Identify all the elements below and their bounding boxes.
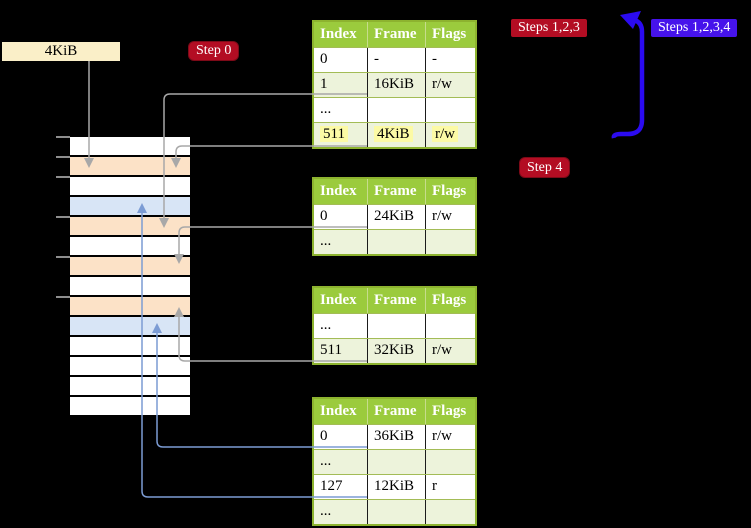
flags-cell: r/w bbox=[425, 205, 475, 229]
memory-tick-marks bbox=[56, 136, 70, 298]
frame-cell: 24KiB bbox=[367, 205, 425, 229]
frame-cell: 12KiB bbox=[367, 475, 425, 499]
highlight: 511 bbox=[320, 126, 348, 142]
index-cell: 0 bbox=[320, 428, 328, 444]
index-cell: 1 bbox=[320, 76, 328, 92]
column-header: Frame bbox=[367, 288, 425, 313]
memory-page-row-free bbox=[70, 237, 190, 255]
memory-page-row-free bbox=[70, 337, 190, 355]
steps123-badge: Steps 1,2,3 bbox=[511, 19, 587, 37]
frame-cell: 32KiB bbox=[367, 339, 425, 363]
frame-cell: - bbox=[367, 48, 425, 72]
table-row: 0 36KiB r/w bbox=[314, 424, 475, 449]
table-row: ... bbox=[314, 499, 475, 524]
column-header: Index bbox=[320, 292, 357, 308]
flags-cell bbox=[425, 230, 475, 254]
step4-badge: Step 4 bbox=[520, 158, 570, 177]
column-header: Frame bbox=[367, 22, 425, 47]
highlight: 4KiB bbox=[374, 126, 413, 142]
table-row: ... bbox=[314, 313, 475, 338]
index-cell: ... bbox=[320, 317, 332, 333]
memory-page-row-free bbox=[70, 357, 190, 375]
flags-cell bbox=[425, 98, 475, 122]
physical-memory-column bbox=[70, 137, 190, 415]
memory-page-row-free bbox=[70, 397, 190, 415]
page-table-3: Index Frame Flags ... 511 32KiB r/w bbox=[312, 286, 477, 365]
column-header: Flags bbox=[425, 399, 475, 424]
table-row: 0 - - bbox=[314, 47, 475, 72]
table-header-row: Index Frame Flags bbox=[314, 399, 475, 424]
page-table-1: Index Frame Flags 0 - - 1 16KiB r/w ... … bbox=[312, 20, 477, 149]
page-table-2: Index Frame Flags 0 24KiB r/w ... bbox=[312, 177, 477, 256]
index-cell: ... bbox=[320, 101, 332, 117]
index-cell: 0 bbox=[320, 51, 328, 67]
column-header: Frame bbox=[367, 399, 425, 424]
connector-pt1-index511-4kib bbox=[171, 145, 367, 168]
frame-cell: 16KiB bbox=[367, 73, 425, 97]
memory-page-row-free bbox=[70, 177, 190, 195]
table-header-row: Index Frame Flags bbox=[314, 22, 475, 47]
table-row: 511 32KiB r/w bbox=[314, 338, 475, 363]
flags-cell: r bbox=[425, 475, 475, 499]
index-cell: 511 bbox=[314, 123, 367, 147]
frame-cell bbox=[367, 314, 425, 338]
table-row: 127 12KiB r bbox=[314, 474, 475, 499]
memory-page-row-free bbox=[70, 277, 190, 295]
flags-cell bbox=[425, 450, 475, 474]
memory-page-row-free bbox=[70, 137, 190, 155]
index-cell: 511 bbox=[320, 342, 342, 358]
column-header: Index bbox=[320, 183, 357, 199]
column-header: Index bbox=[320, 26, 357, 42]
column-header: Flags bbox=[425, 288, 475, 313]
table-header-row: Index Frame Flags bbox=[314, 179, 475, 204]
highlight: r/w bbox=[432, 126, 458, 142]
steps-flow-arrow bbox=[611, 11, 645, 139]
column-header: Flags bbox=[425, 22, 475, 47]
memory-page-row-blue bbox=[70, 317, 190, 335]
flags-cell: r/w bbox=[425, 73, 475, 97]
index-cell: ... bbox=[320, 453, 332, 469]
frame-cell bbox=[367, 500, 425, 524]
index-cell: 127 bbox=[320, 478, 343, 494]
memory-page-row-peach bbox=[70, 217, 190, 235]
memory-page-row-blue bbox=[70, 197, 190, 215]
memory-page-row-peach bbox=[70, 157, 190, 175]
index-cell: 0 bbox=[320, 208, 328, 224]
table-row: ... bbox=[314, 449, 475, 474]
page-table-4: Index Frame Flags 0 36KiB r/w ... 127 12… bbox=[312, 397, 477, 526]
column-header: Flags bbox=[425, 179, 475, 204]
memory-page-row-free bbox=[70, 377, 190, 395]
frame-cell bbox=[367, 98, 425, 122]
table-row: ... bbox=[314, 97, 475, 122]
frame-cell: 4KiB bbox=[367, 123, 425, 147]
table-header-row: Index Frame Flags bbox=[314, 288, 475, 313]
flags-cell: r/w bbox=[425, 123, 475, 147]
column-header: Index bbox=[320, 403, 357, 419]
page-size-label: 4KiB bbox=[2, 42, 120, 61]
table-row: 0 24KiB r/w bbox=[314, 204, 475, 229]
index-cell: ... bbox=[320, 233, 332, 249]
step0-badge: Step 0 bbox=[189, 42, 239, 60]
memory-page-row-peach bbox=[70, 257, 190, 275]
table-row: ... bbox=[314, 229, 475, 254]
frame-cell bbox=[367, 450, 425, 474]
flags-cell: r/w bbox=[425, 425, 475, 449]
table-row: 1 16KiB r/w bbox=[314, 72, 475, 97]
flags-cell: r/w bbox=[425, 339, 475, 363]
frame-cell: 36KiB bbox=[367, 425, 425, 449]
column-header: Frame bbox=[367, 179, 425, 204]
flags-cell: - bbox=[425, 48, 475, 72]
frame-cell bbox=[367, 230, 425, 254]
flags-cell bbox=[425, 500, 475, 524]
table-row-highlighted: 511 4KiB r/w bbox=[314, 122, 475, 147]
steps1234-badge: Steps 1,2,3,4 bbox=[651, 19, 738, 37]
memory-page-row-peach bbox=[70, 297, 190, 315]
index-cell: ... bbox=[320, 503, 332, 519]
flags-cell bbox=[425, 314, 475, 338]
